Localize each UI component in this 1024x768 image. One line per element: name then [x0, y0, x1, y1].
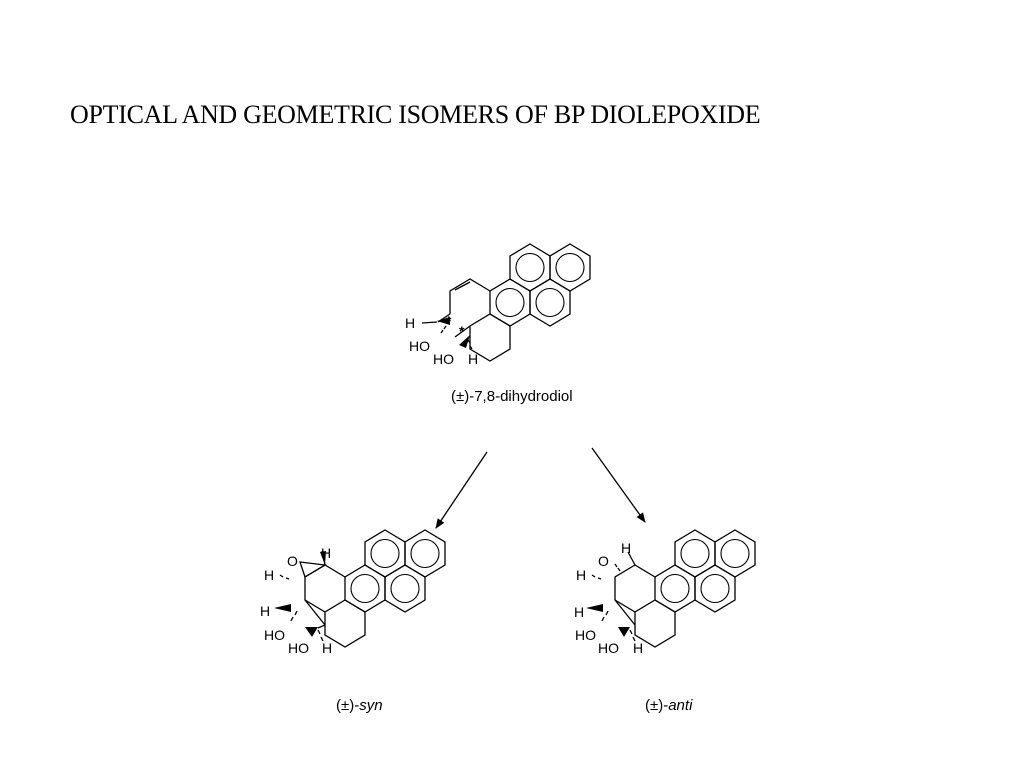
- atom-ho-upper: HO: [409, 338, 430, 354]
- wedge-bond: [305, 627, 318, 637]
- dihydrodiol-molecule: H * * HO HO H: [405, 243, 591, 367]
- hash-bond: [440, 325, 447, 334]
- atom-ho-lower: HO: [433, 351, 454, 367]
- caption-anti: (±)-anti: [645, 697, 693, 714]
- wedge-bond: [437, 317, 450, 325]
- caption-syn-italic: syn: [359, 697, 382, 714]
- atom-ho-upper: HO: [264, 627, 285, 643]
- syn-molecule: O H H H HO HO H: [260, 529, 446, 656]
- wedge-bond: [618, 627, 630, 637]
- hash-bond: [629, 629, 636, 642]
- fused-ring-skeleton: [299, 529, 446, 648]
- atom-oxygen: O: [598, 553, 609, 569]
- chiral-star: *: [446, 313, 452, 329]
- caption-dihydrodiol: (±)-7,8-dihydrodiol: [451, 388, 573, 405]
- atom-oxygen: O: [287, 553, 298, 569]
- anti-molecule: O H H H HO HO H: [574, 529, 756, 656]
- atom-h-left: H: [260, 603, 270, 619]
- atom-h-left: H: [574, 604, 584, 620]
- wedge-bond: [459, 335, 470, 348]
- wedge-bond: [320, 551, 326, 565]
- atom-ho-upper: HO: [575, 627, 596, 643]
- atom-h-lower: H: [633, 640, 643, 656]
- arrow-to-syn: [435, 451, 488, 529]
- atom-h-epox-left: H: [576, 567, 586, 583]
- slide-title: OPTICAL AND GEOMETRIC ISOMERS OF BP DIOL…: [70, 100, 761, 129]
- chiral-star: *: [459, 323, 465, 339]
- atom-ho-lower: HO: [288, 640, 309, 656]
- hash-bond: [279, 574, 324, 642]
- caption-syn: (±)-syn: [336, 697, 383, 714]
- atom-h-lower: H: [322, 640, 332, 656]
- caption-anti-italic: anti: [668, 697, 693, 714]
- hash-bond: [591, 563, 621, 622]
- atom-h-epox-top: H: [621, 540, 631, 556]
- arrow-to-anti: [591, 447, 646, 523]
- atom-h-epox-left: H: [264, 567, 274, 583]
- wedge-bond: [586, 604, 603, 612]
- caption-anti-prefix: (±)-: [645, 697, 668, 714]
- atom-h-left: H: [405, 315, 415, 331]
- atom-h-epox-top: H: [321, 545, 331, 561]
- hash-bond: [467, 339, 473, 350]
- wedge-bond: [274, 604, 291, 612]
- fused-ring-skeleton: [614, 529, 756, 648]
- atom-ho-lower: HO: [598, 640, 619, 656]
- caption-syn-prefix: (±)-: [336, 697, 359, 714]
- fused-ring-skeleton: [437, 243, 591, 362]
- atom-h-lower: H: [468, 351, 478, 367]
